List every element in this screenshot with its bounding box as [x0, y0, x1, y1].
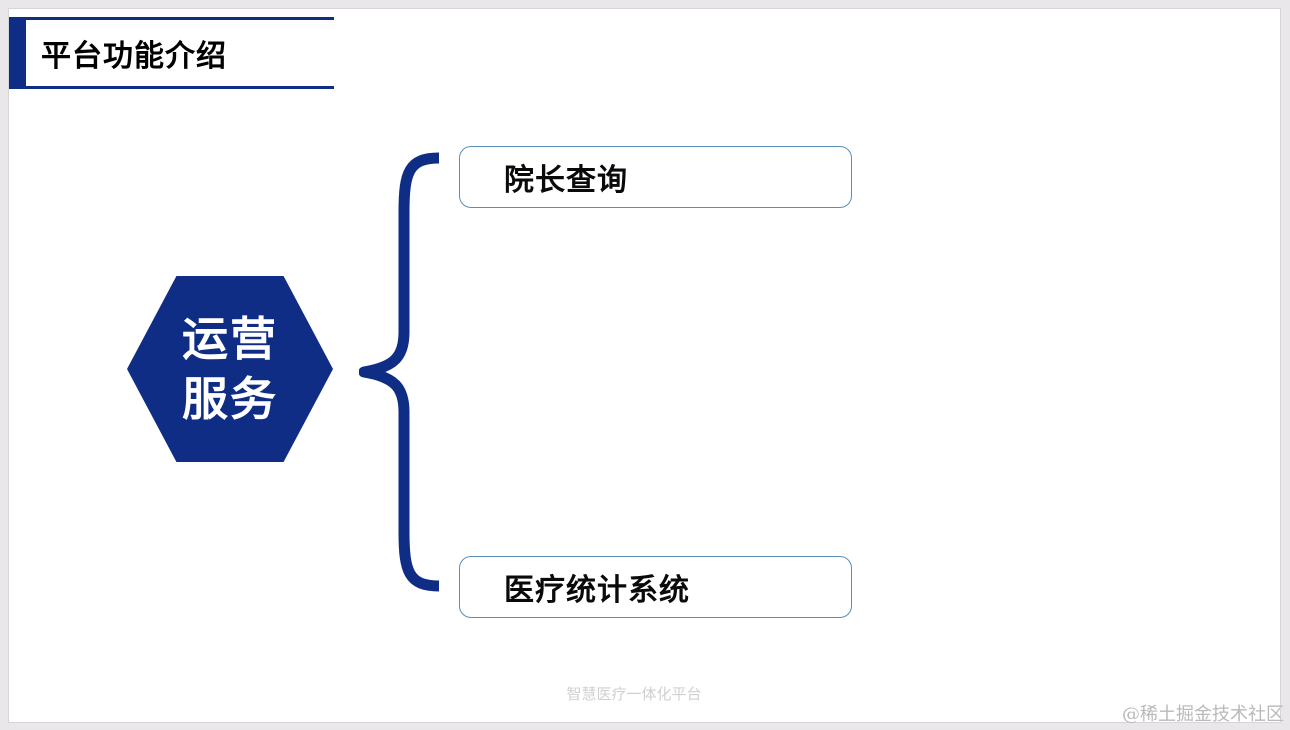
- center-label-line2: 服务: [182, 372, 278, 426]
- item-box-dean-query: 院长查询: [459, 146, 852, 208]
- title-bar: 平台功能介绍: [9, 17, 334, 89]
- watermark: @稀土掘金技术社区: [1122, 704, 1284, 725]
- title-accent-bar: [9, 20, 26, 86]
- center-label-line1: 运营: [182, 312, 278, 366]
- curly-brace-connector: [359, 152, 440, 592]
- item-label-dean-query: 院长查询: [504, 163, 628, 198]
- center-hexagon: 运营 服务: [127, 276, 333, 462]
- item-box-medical-statistics: 医疗统计系统: [459, 556, 852, 618]
- slide: 平台功能介绍 运营 服务 院长查询 医疗统计系统 智慧医疗一体化平台: [8, 8, 1281, 723]
- slide-footer: 智慧医疗一体化平台: [566, 685, 702, 703]
- item-label-medical-statistics: 医疗统计系统: [504, 573, 690, 608]
- center-label: 运营 服务: [175, 309, 285, 429]
- page-title: 平台功能介绍: [41, 39, 227, 74]
